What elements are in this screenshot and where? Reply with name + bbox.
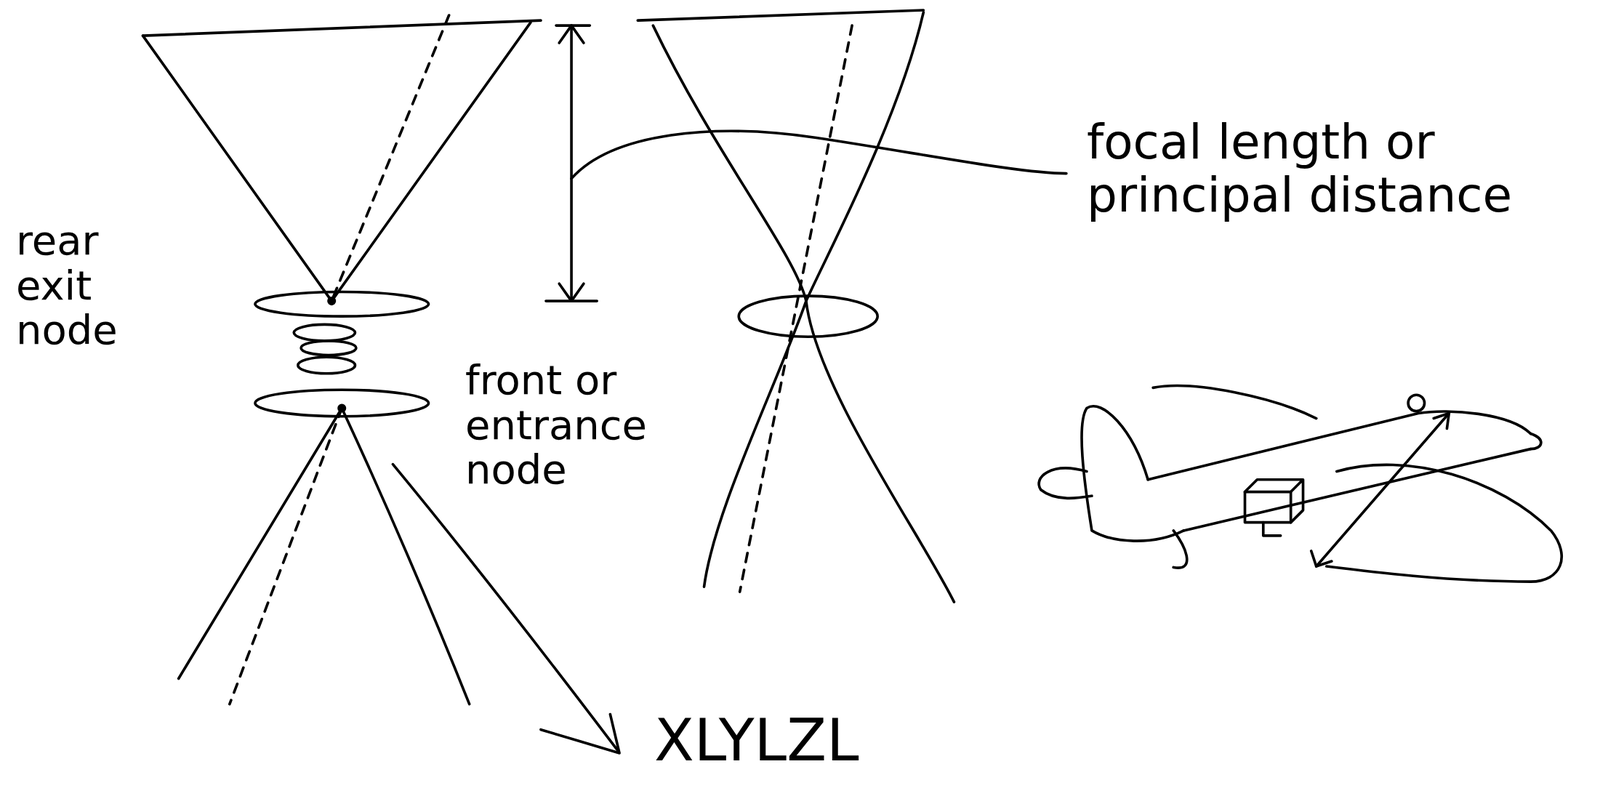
- simple-lens: [637, 10, 954, 602]
- dimension-label: focal length or principal distance: [1086, 116, 1589, 222]
- coordinate-label: XLYLZL: [654, 708, 1091, 773]
- node-label: front or entrance node: [465, 357, 656, 493]
- focal-length-dimension: [545, 25, 1067, 301]
- airplane-sketch: [1038, 386, 1562, 582]
- node-label: rear exit node: [15, 218, 173, 353]
